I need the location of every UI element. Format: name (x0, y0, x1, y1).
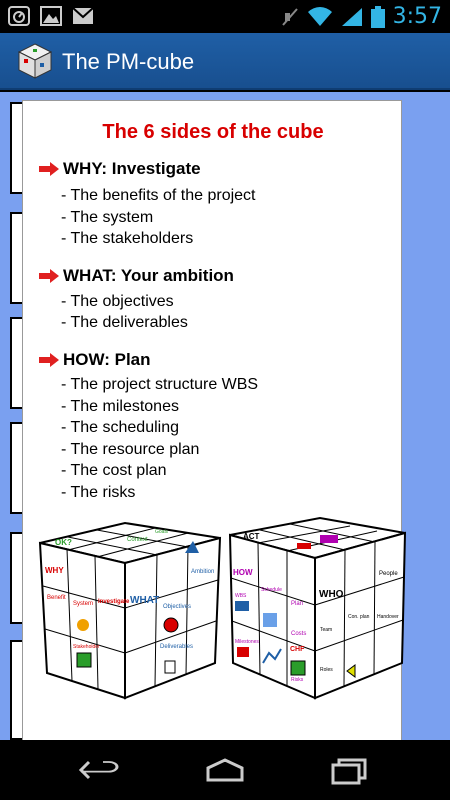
list-item: - The stakeholders (61, 230, 194, 247)
list-item: - The cost plan (61, 462, 167, 479)
cube-label: Con. plan (348, 614, 370, 620)
wifi-icon (307, 6, 332, 26)
section-heading-how: HOW: Plan (39, 350, 151, 370)
section-heading-label: WHY: Investigate (63, 159, 201, 178)
signal-icon (341, 7, 362, 26)
cube-label: CHF (290, 646, 305, 653)
cube-label: Context (127, 537, 148, 543)
cube-label: WHY (45, 566, 64, 575)
list-item: - The risks (61, 484, 136, 501)
list-item: - The project structure WBS (61, 376, 259, 393)
system-icons: 3:57 (281, 4, 442, 29)
red-arrow-icon (39, 269, 59, 283)
cube-label: People (379, 571, 398, 577)
page-tab[interactable] (10, 532, 22, 624)
page-tab[interactable] (10, 317, 22, 409)
cube-label: Milestones (235, 639, 259, 645)
recent-apps-icon[interactable] (325, 754, 375, 786)
cube-label: Benefit (47, 595, 66, 601)
cube-label: Costs (291, 631, 306, 637)
gmail-icon (72, 7, 94, 24)
page-tab[interactable] (10, 102, 22, 194)
line-chart-icon (262, 648, 282, 664)
battery-icon (370, 5, 385, 28)
list-item: - The deliverables (61, 314, 188, 331)
cube-label: Risks (291, 677, 304, 683)
org-chart-icon (263, 613, 277, 627)
cube-label: Objectives (163, 604, 191, 610)
chart-pie-icon (77, 619, 89, 631)
cube-label: WHO (319, 589, 344, 600)
app-title: The PM-cube (62, 49, 195, 74)
cube-label: System (73, 601, 93, 607)
mute-icon (281, 7, 298, 26)
list-item: - The system (61, 209, 154, 226)
home-icon[interactable] (200, 754, 250, 786)
milestone-icon (237, 647, 249, 657)
grid-icon (76, 652, 92, 668)
risk-grid-icon (290, 660, 306, 676)
cube-label: Roles (320, 667, 333, 673)
cube-right-illustration: ACT HOW WHO People Team Con. plan Handov… (228, 516, 407, 700)
red-arrow-icon (39, 353, 59, 367)
status-bar: 3:57 (0, 0, 450, 33)
cube-label: Handover (377, 614, 399, 620)
page-stack-tabs (0, 92, 24, 740)
cube-label: Goals (155, 529, 169, 535)
cube-left-illustration: OK? WHY WHAT Ambition Objectives Deliver… (38, 521, 222, 700)
cube-label: Stakeholder (73, 644, 100, 650)
cube-label: Plan (291, 601, 303, 607)
page-tab[interactable] (10, 422, 22, 514)
back-icon[interactable] (75, 754, 125, 786)
list-item: - The objectives (61, 293, 174, 310)
list-item: - The benefits of the project (61, 187, 256, 204)
wbs-chart-icon (235, 601, 249, 611)
cube-label: WBS (235, 593, 247, 599)
red-arrow-icon (39, 162, 59, 176)
notification-icons (8, 6, 94, 26)
nav-bar (0, 740, 450, 800)
image-icon (40, 6, 62, 26)
section-heading-what: WHAT: Your ambition (39, 266, 234, 286)
cube-label: Schedule (261, 587, 282, 593)
cube-label: Ambition (191, 569, 214, 575)
top-chart-icon (320, 535, 338, 543)
mountain-icon (185, 541, 199, 553)
section-heading-why: WHY: Investigate (39, 159, 201, 179)
top-figure-icon (297, 543, 311, 549)
app-cube-icon[interactable] (16, 42, 54, 80)
action-bar: The PM-cube (0, 33, 450, 90)
section-heading-label: WHAT: Your ambition (63, 266, 234, 285)
speedometer-icon (8, 6, 30, 26)
page-tab[interactable] (10, 212, 22, 304)
list-item: - The milestones (61, 398, 179, 415)
cube-label: WHAT (130, 595, 159, 606)
target-icon (163, 617, 179, 633)
cube-label: Investigate (98, 599, 130, 605)
content-area[interactable]: The 6 sides of the cube WHY: Investigate… (0, 92, 450, 740)
cube-page: The 6 sides of the cube WHY: Investigate… (22, 100, 407, 740)
page-title: The 6 sides of the cube (102, 121, 324, 143)
cube-label: HOW (233, 568, 253, 577)
page-tab[interactable] (10, 640, 22, 740)
cube-label: OK? (55, 538, 72, 547)
double-arrow-icon (346, 664, 356, 678)
section-heading-label: HOW: Plan (63, 350, 151, 369)
clock: 3:57 (392, 4, 442, 29)
list-item: - The resource plan (61, 441, 200, 458)
cube-label: ACT (243, 532, 260, 541)
document-icon (164, 660, 176, 674)
list-item: - The scheduling (61, 419, 179, 436)
cube-label: Team (320, 627, 332, 633)
cube-label: Deliverables (160, 644, 193, 650)
